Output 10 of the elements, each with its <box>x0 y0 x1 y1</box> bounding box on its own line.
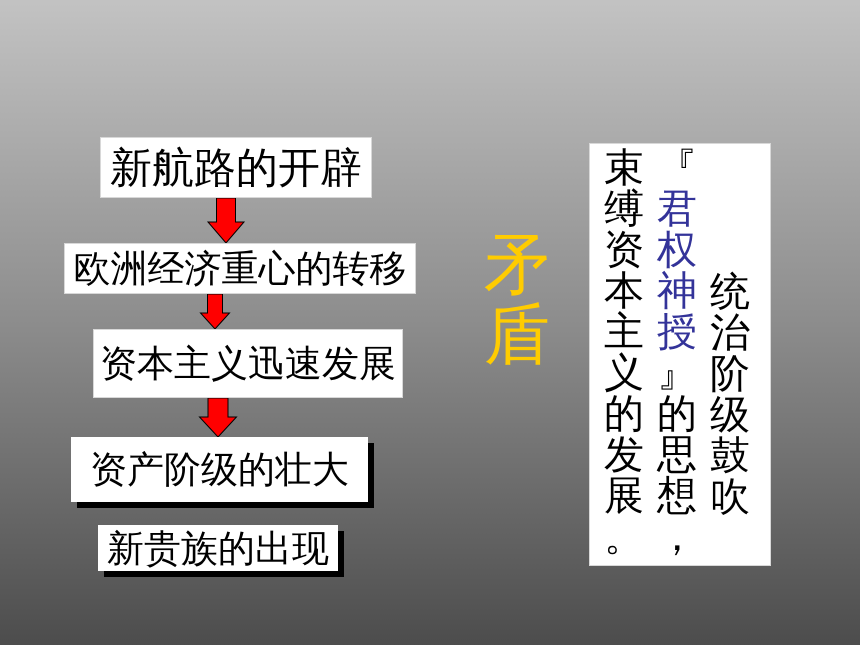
text-box: 新贵族的出现 <box>98 525 344 577</box>
text-box: 新航路的开辟 <box>100 137 372 198</box>
arrow <box>199 294 231 330</box>
text-box: 资产阶级的壮大 <box>71 437 374 508</box>
arrow <box>198 398 238 438</box>
text-box: 资本主义迅速发展 <box>93 329 403 398</box>
text-box: 统治阶级鼓吹『君权神授』的思想，束缚资本主义的发展。 <box>589 143 771 566</box>
arrow <box>206 198 246 244</box>
vertical-text: 矛盾 <box>484 230 551 370</box>
text-box: 欧洲经济重心的转移 <box>64 243 416 294</box>
